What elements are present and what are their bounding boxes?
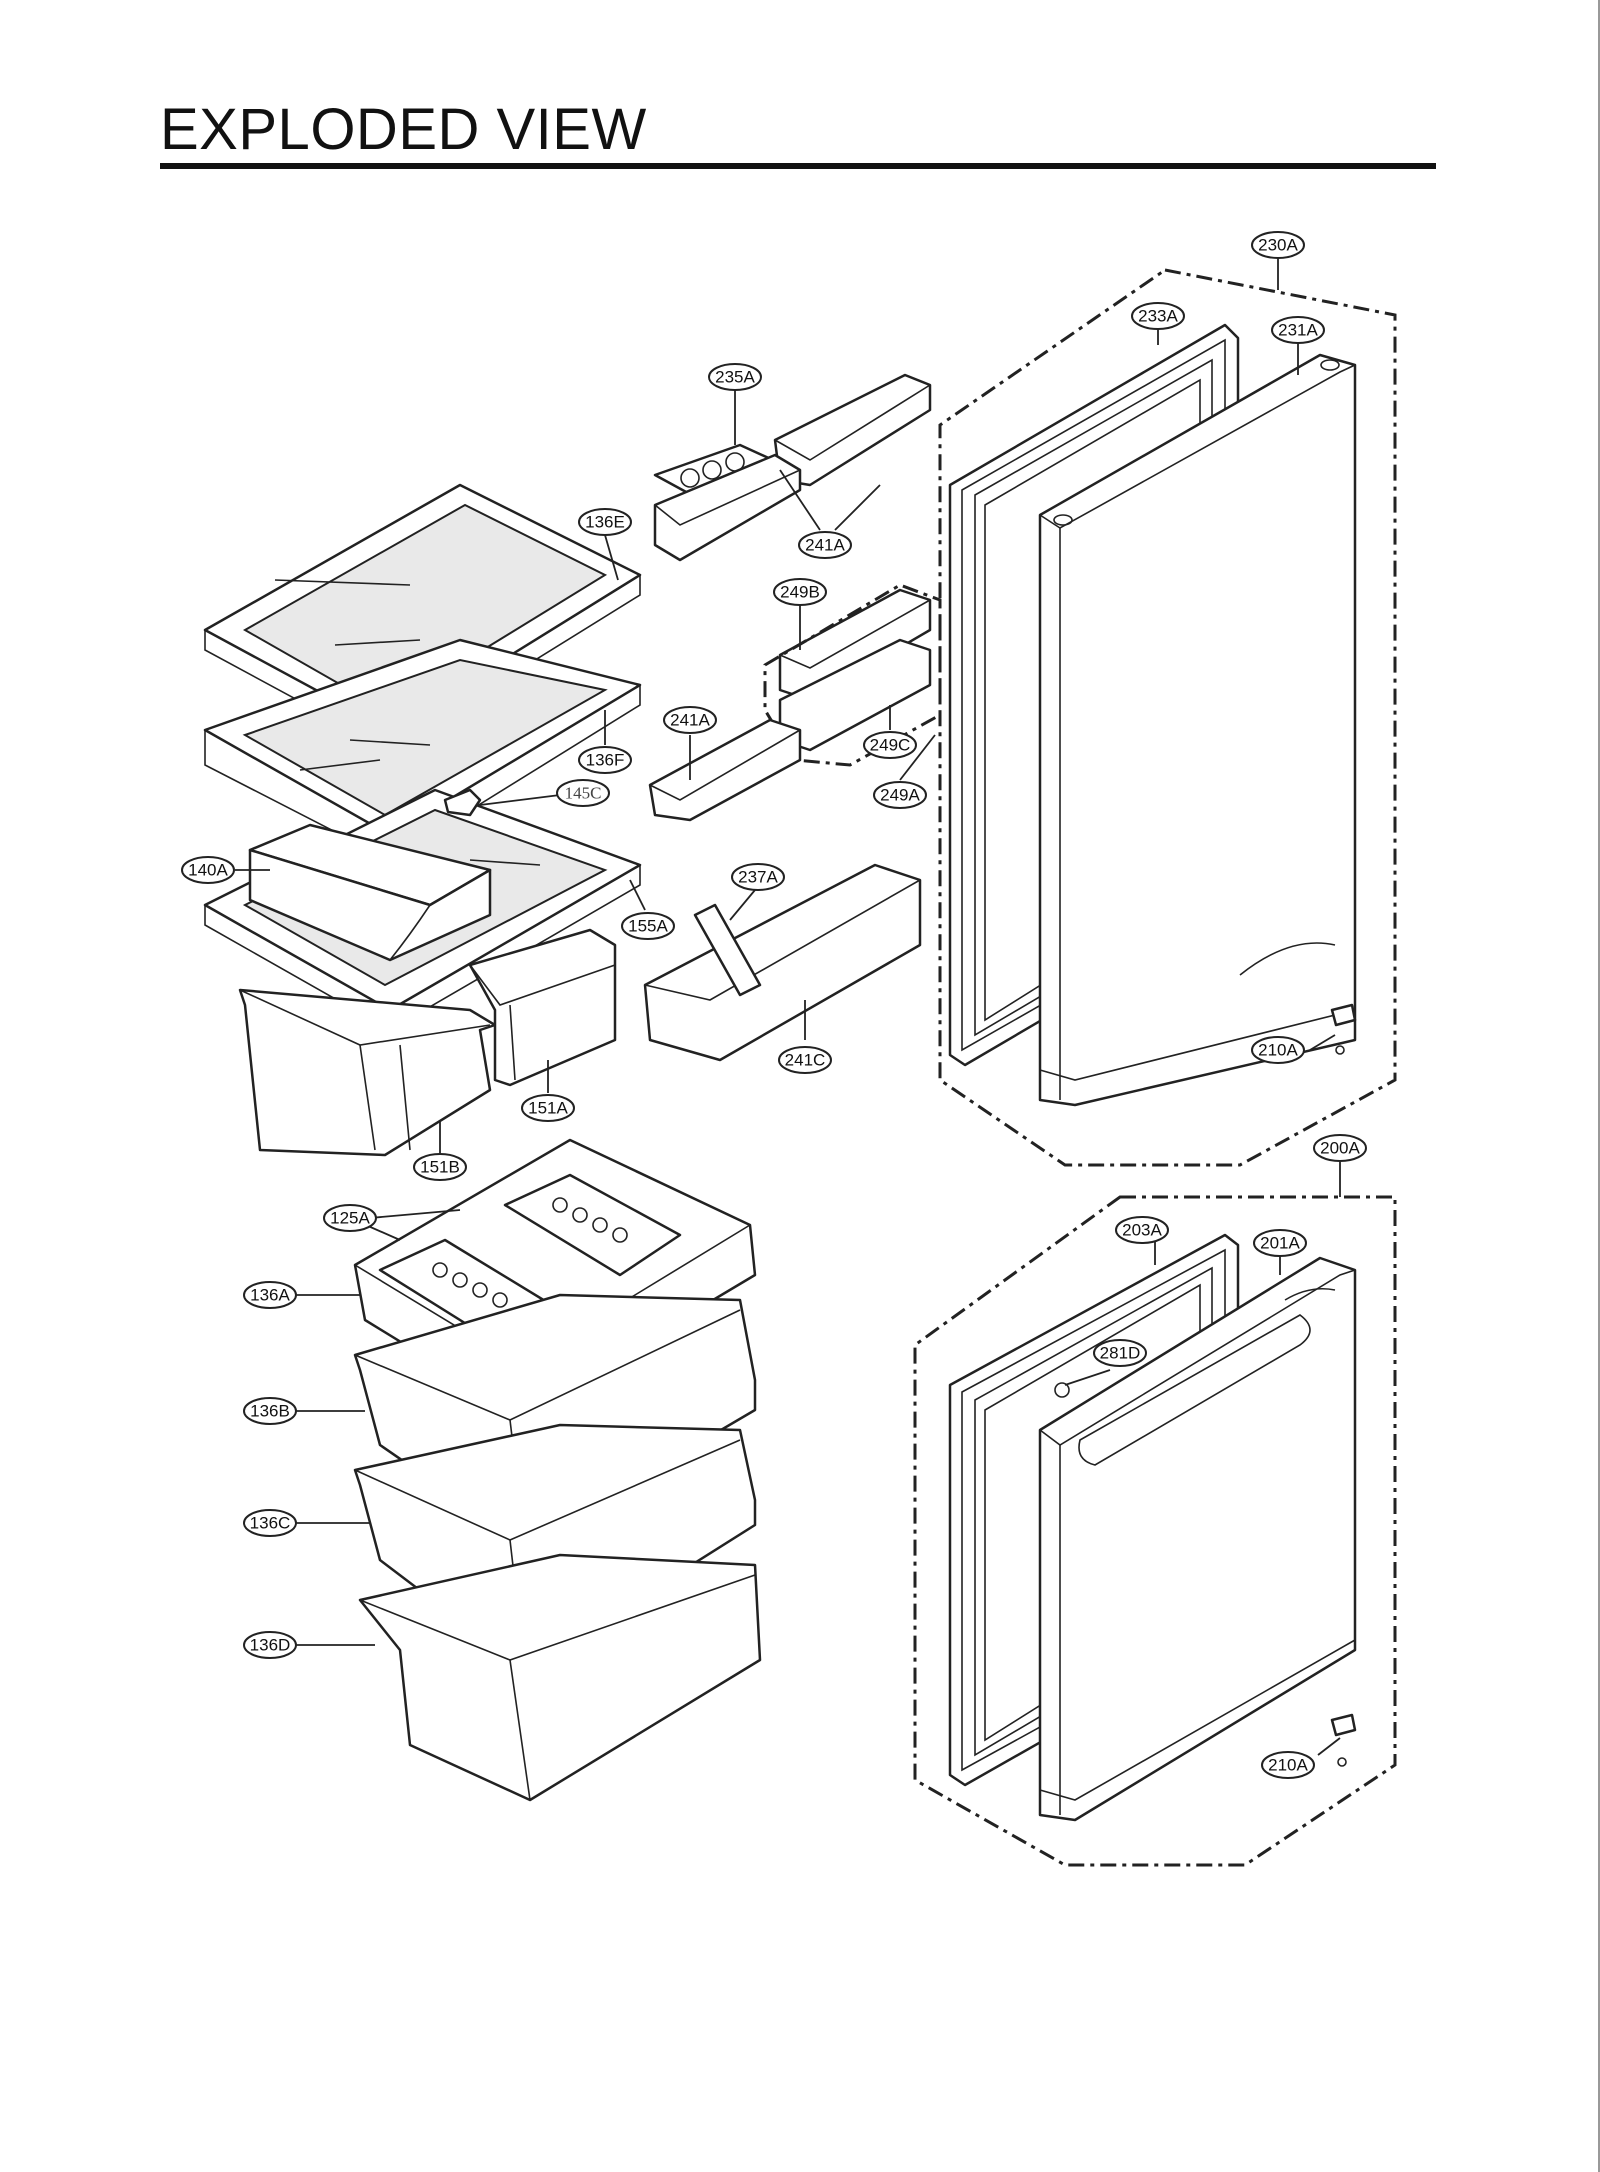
tag-249B-label: 249B xyxy=(780,583,820,602)
tag-136B-label: 136B xyxy=(250,1402,290,1421)
tag-249A-label: 249A xyxy=(880,786,920,805)
tag-136F: 136F xyxy=(578,746,632,774)
tag-241C: 241C xyxy=(778,1046,832,1074)
tag-231A: 231A xyxy=(1271,316,1325,344)
glass-shelf-136F xyxy=(203,638,642,861)
tag-241C-label: 241C xyxy=(785,1051,826,1070)
door-bin-241C xyxy=(643,863,922,1062)
tag-125A: 125A xyxy=(323,1204,377,1232)
tag-140A-label: 140A xyxy=(188,861,228,880)
tag-281D: 281D xyxy=(1093,1339,1147,1367)
tag-249C: 249C xyxy=(863,731,917,759)
tag-125A-label: 125A xyxy=(330,1209,370,1228)
page-edge-line xyxy=(1598,0,1600,2172)
tag-151B: 151B xyxy=(413,1153,467,1181)
tag-155A: 155A xyxy=(621,912,675,940)
tag-249B: 249B xyxy=(773,578,827,606)
tag-151B-label: 151B xyxy=(420,1158,460,1177)
door-bin-241A-top-left xyxy=(653,453,802,562)
tag-210A-bottom-label: 210A xyxy=(1268,1756,1308,1775)
tag-200A: 200A xyxy=(1313,1134,1367,1162)
tag-241A-top: 241A xyxy=(798,531,852,559)
tag-241A-top-label: 241A xyxy=(805,536,845,555)
tag-237A-label: 237A xyxy=(738,868,778,887)
tag-241A-mid: 241A xyxy=(663,706,717,734)
tag-210A-top-label: 210A xyxy=(1258,1041,1298,1060)
tag-151A-label: 151A xyxy=(528,1099,568,1118)
tag-136A-label: 136A xyxy=(250,1286,290,1305)
part-145C xyxy=(443,788,482,817)
tag-230A: 230A xyxy=(1251,231,1305,259)
tag-136F-label: 136F xyxy=(586,751,625,770)
upper-door-group-boundary xyxy=(938,268,1397,1167)
tag-237A: 237A xyxy=(731,863,785,891)
freezer-drawer-136D xyxy=(358,1553,762,1802)
tag-201A: 201A xyxy=(1253,1229,1307,1257)
tag-136D-label: 136D xyxy=(250,1636,291,1655)
tag-210A-bottom: 210A xyxy=(1261,1751,1315,1779)
door-bin-241A-mid xyxy=(648,718,802,822)
bin-separator-237A xyxy=(693,903,762,997)
tag-230A-label: 230A xyxy=(1258,236,1298,255)
ice-tray-125A-right xyxy=(503,1173,682,1277)
tag-136E: 136E xyxy=(578,508,632,536)
dairy-bin-249 xyxy=(778,588,932,752)
tray-140A xyxy=(248,823,492,962)
page-title: EXPLODED VIEW xyxy=(160,97,647,162)
tag-136B: 136B xyxy=(243,1397,297,1425)
tag-235A-label: 235A xyxy=(715,368,755,387)
crisper-drawer-151A xyxy=(468,928,617,1087)
lower-door-group-boundary xyxy=(913,1195,1397,1867)
tag-136E-label: 136E xyxy=(585,513,625,532)
upper-door xyxy=(1038,353,1357,1107)
tag-233A-label: 233A xyxy=(1138,307,1178,326)
tag-200A-label: 200A xyxy=(1320,1139,1360,1158)
tag-249C-label: 249C xyxy=(870,736,911,755)
tag-203A: 203A xyxy=(1115,1216,1169,1244)
tag-231A-label: 231A xyxy=(1278,321,1318,340)
tag-235A: 235A xyxy=(708,363,762,391)
tag-136D: 136D xyxy=(243,1631,297,1659)
tag-151A: 151A xyxy=(521,1094,575,1122)
tag-136A: 136A xyxy=(243,1281,297,1309)
tag-145C: 145C xyxy=(556,779,610,807)
leader-lines xyxy=(235,258,1341,1756)
tag-210A-top: 210A xyxy=(1251,1036,1305,1064)
tag-145C-label: 145C xyxy=(565,784,602,803)
tag-136C: 136C xyxy=(243,1509,297,1537)
tag-136C-label: 136C xyxy=(250,1514,291,1533)
lower-door xyxy=(1038,1256,1357,1822)
tag-281D-label: 281D xyxy=(1100,1344,1141,1363)
crisper-drawer-151B xyxy=(238,988,497,1157)
tag-233A: 233A xyxy=(1131,302,1185,330)
tag-241A-mid-label: 241A xyxy=(670,711,710,730)
tag-249A: 249A xyxy=(873,781,927,809)
tag-203A-label: 203A xyxy=(1122,1221,1162,1240)
title-rule xyxy=(160,163,1436,169)
tag-201A-label: 201A xyxy=(1260,1234,1300,1253)
tag-155A-label: 155A xyxy=(628,917,668,936)
tag-140A: 140A xyxy=(181,856,235,884)
